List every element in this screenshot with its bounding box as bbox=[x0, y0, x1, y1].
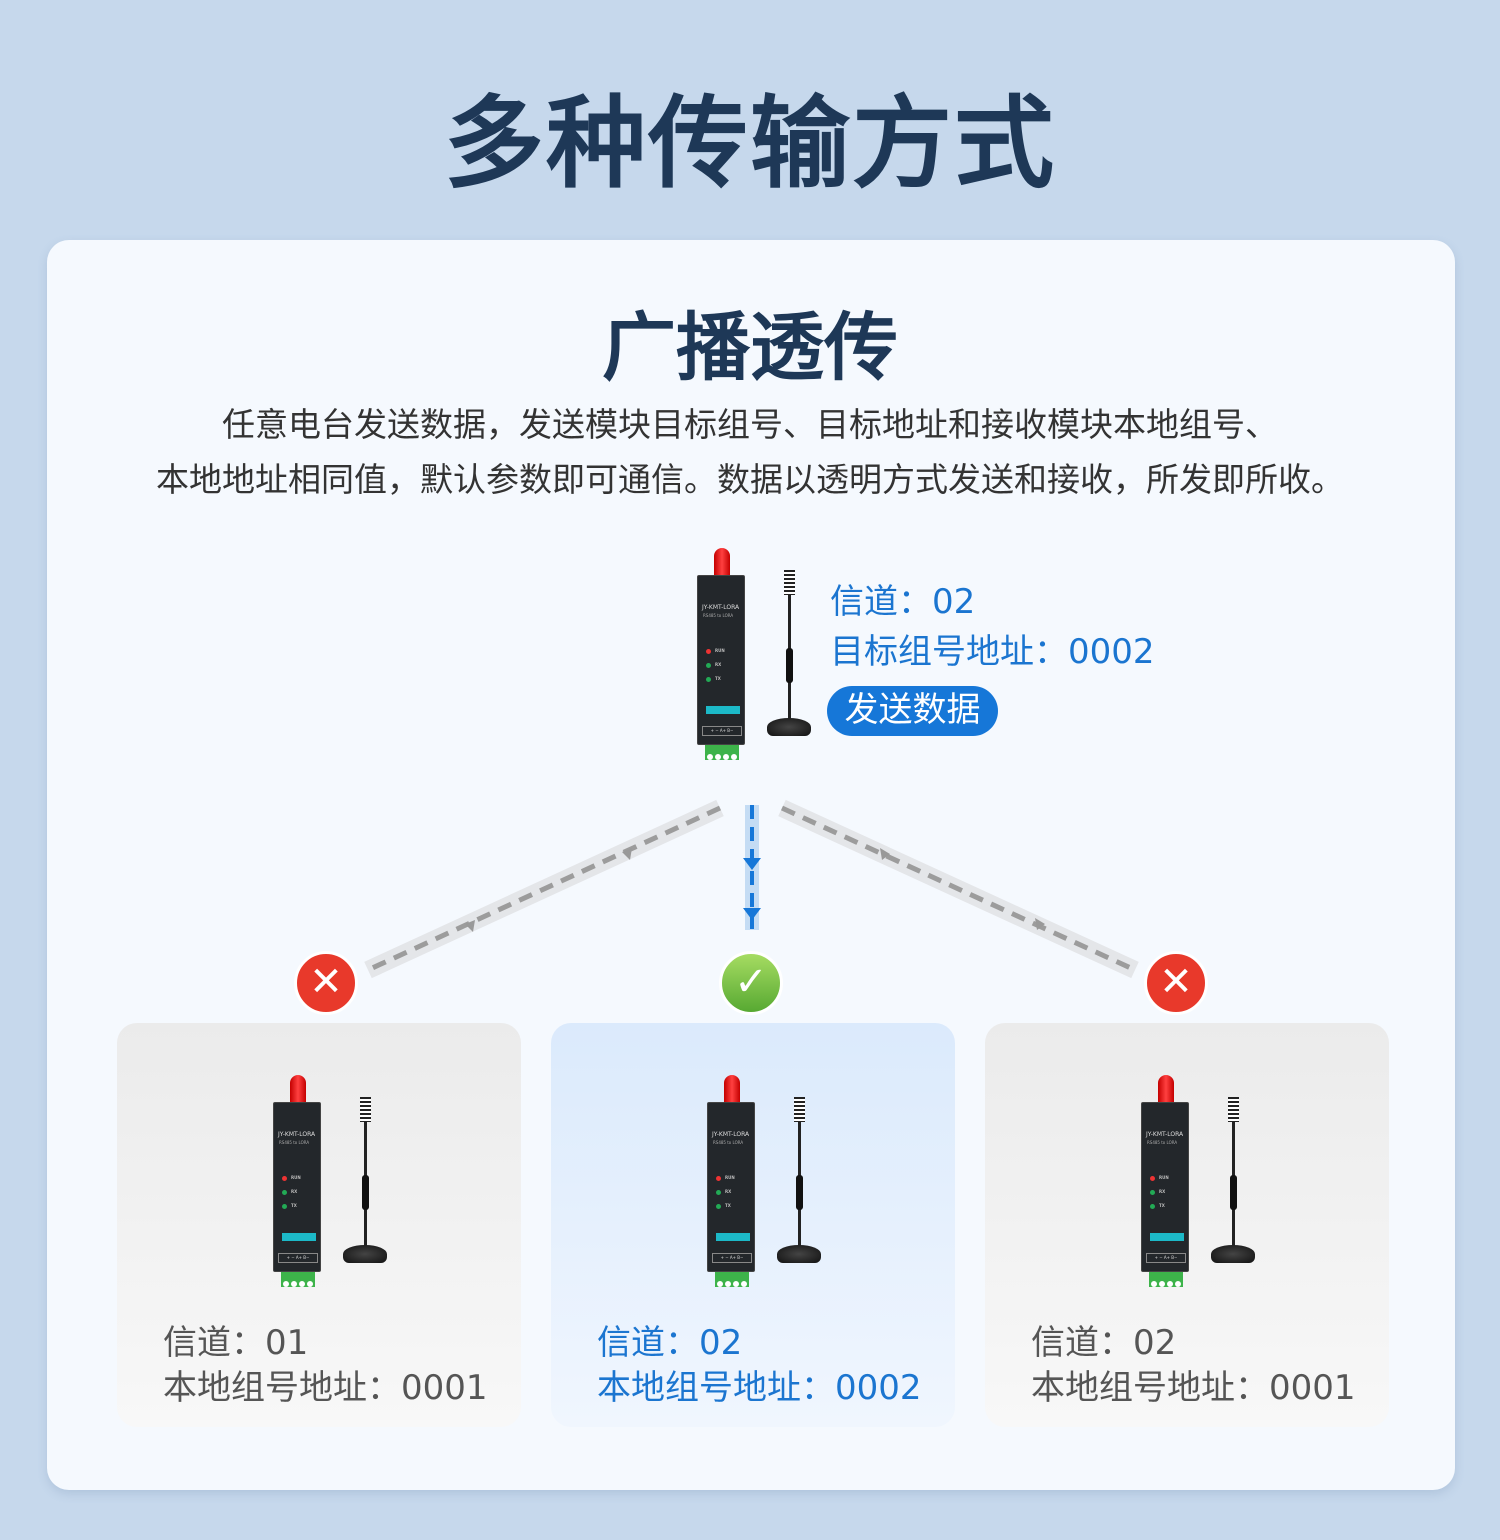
device-name-label: JY-KMT-LORA bbox=[702, 604, 740, 611]
led-run: RUN bbox=[716, 1175, 735, 1181]
terminal-label: + − A+ B− bbox=[702, 726, 742, 736]
brand-strip bbox=[282, 1233, 316, 1241]
antenna-cap bbox=[290, 1075, 306, 1107]
device-name-label: JY-KMT-LORA bbox=[278, 1131, 316, 1138]
terminal-block bbox=[715, 1272, 749, 1287]
terminal-label: + − A+ B− bbox=[1146, 1253, 1186, 1263]
antenna-cap bbox=[714, 548, 730, 580]
antenna-base bbox=[777, 1245, 821, 1263]
device-model-label: RS485 to LORA bbox=[703, 613, 734, 618]
receiver-device-image: JY-KMT-LORA RS485 to LORA RUN RX TX + − … bbox=[1141, 1075, 1255, 1290]
arrow-left bbox=[364, 799, 724, 979]
brand-strip bbox=[706, 706, 740, 714]
device-model-label: RS485 to LORA bbox=[1147, 1140, 1178, 1145]
led-tx: TX bbox=[282, 1203, 297, 1209]
fail-icon: ✕ bbox=[294, 951, 358, 1015]
led-rx: RX bbox=[716, 1189, 731, 1195]
led-run: RUN bbox=[1150, 1175, 1169, 1181]
led-rx: RX bbox=[1150, 1189, 1165, 1195]
receiver-device-image: JY-KMT-LORA RS485 to LORA RUN RX TX + − … bbox=[273, 1075, 387, 1290]
led-run: RUN bbox=[282, 1175, 301, 1181]
led-run: RUN bbox=[706, 648, 725, 654]
led-tx: TX bbox=[1150, 1203, 1165, 1209]
arrow-center bbox=[743, 805, 761, 930]
led-rx: RX bbox=[706, 662, 721, 668]
terminal-block bbox=[1149, 1272, 1183, 1287]
receiver-device-image: JY-KMT-LORA RS485 to LORA RUN RX TX + − … bbox=[707, 1075, 821, 1290]
brand-strip bbox=[1150, 1233, 1184, 1241]
device-name-label: JY-KMT-LORA bbox=[1146, 1131, 1184, 1138]
device-body: JY-KMT-LORA RS485 to LORA RUN RX TX + − … bbox=[1141, 1102, 1189, 1272]
device-body: JY-KMT-LORA RS485 to LORA RUN RX TX + − … bbox=[273, 1102, 321, 1272]
fail-icon: ✕ bbox=[1144, 951, 1208, 1015]
description-line-1: 任意电台发送数据，发送模块目标组号、目标地址和接收模块本地组号、 bbox=[222, 405, 1278, 444]
antenna-base bbox=[343, 1245, 387, 1263]
terminal-label: + − A+ B− bbox=[278, 1253, 318, 1263]
terminal-block bbox=[281, 1272, 315, 1287]
device-body: JY-KMT-LORA RS485 to LORA RUN RX TX + − … bbox=[697, 575, 745, 745]
sender-channel: 信道：02 bbox=[830, 582, 976, 622]
terminal-block bbox=[705, 745, 739, 760]
terminal-label: + − A+ B− bbox=[712, 1253, 752, 1263]
device-model-label: RS485 to LORA bbox=[279, 1140, 310, 1145]
mode-title: 广播透传 bbox=[602, 305, 898, 391]
led-tx: TX bbox=[706, 676, 721, 682]
device-model-label: RS485 to LORA bbox=[713, 1140, 744, 1145]
antenna-cap bbox=[724, 1075, 740, 1107]
send-data-button[interactable]: 发送数据 bbox=[827, 686, 998, 736]
device-name-label: JY-KMT-LORA bbox=[712, 1131, 750, 1138]
antenna-base bbox=[767, 718, 811, 736]
sender-device-image: JY-KMT-LORA RS485 to LORA RUN RX TX + − … bbox=[697, 548, 811, 763]
page-title: 多种传输方式 bbox=[444, 85, 1056, 202]
led-tx: TX bbox=[716, 1203, 731, 1209]
led-rx: RX bbox=[282, 1189, 297, 1195]
brand-strip bbox=[716, 1233, 750, 1241]
arrow-right bbox=[778, 799, 1139, 979]
description-line-2: 本地地址相同值，默认参数即可通信。数据以透明方式发送和接收，所发即所收。 bbox=[156, 460, 1344, 499]
success-check-icon: ✓ bbox=[719, 951, 783, 1015]
sender-target-address: 目标组号地址：0002 bbox=[830, 632, 1155, 672]
antenna-base bbox=[1211, 1245, 1255, 1263]
device-body: JY-KMT-LORA RS485 to LORA RUN RX TX + − … bbox=[707, 1102, 755, 1272]
antenna-cap bbox=[1158, 1075, 1174, 1107]
